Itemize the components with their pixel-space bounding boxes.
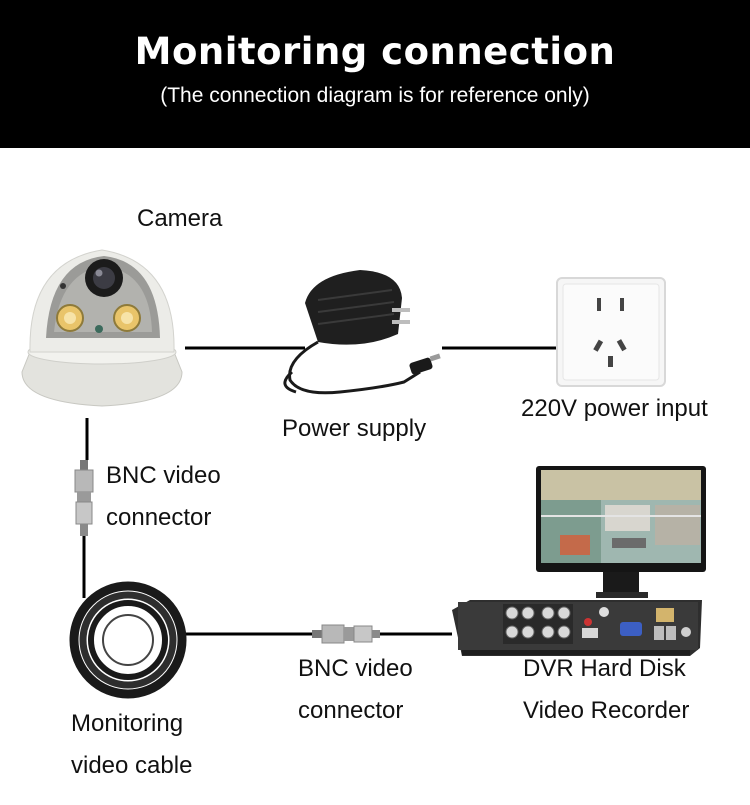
bnc-connector-horizontal-image — [312, 624, 380, 644]
dvr-recorder-image — [452, 600, 702, 656]
cable-label: Monitoring video cable — [71, 703, 192, 787]
power-input-label: 220V power input — [521, 395, 708, 422]
page-title: Monitoring connection — [134, 30, 616, 73]
cable-label-line2: video cable — [71, 752, 193, 779]
dvr-label-line1: DVR Hard Disk — [523, 655, 686, 682]
dome-camera-image — [21, 249, 183, 407]
power-supply-label: Power supply — [282, 415, 427, 442]
camera-label: Camera — [137, 205, 223, 232]
bnc-connector-label-2-line1: BNC video — [298, 655, 413, 682]
bnc-connector-label-2-line2: connector — [298, 697, 404, 724]
bnc-connector-label-1-line2: connector — [106, 504, 212, 531]
dvr-label: DVR Hard Disk Video Recorder — [523, 648, 689, 732]
connection-lines — [82, 346, 557, 636]
wall-outlet-image — [556, 277, 666, 387]
coiled-cable-image — [69, 581, 187, 699]
cable-label-line1: Monitoring — [71, 710, 184, 737]
power-adapter-image — [283, 270, 441, 395]
page-subtitle: (The connection diagram is for reference… — [160, 84, 590, 107]
header-banner: Monitoring connection (The connection di… — [0, 0, 750, 148]
bnc-connector-label-1-line1: BNC video — [106, 462, 221, 489]
monitor-image — [536, 466, 706, 598]
dvr-label-line2: Video Recorder — [523, 697, 690, 724]
bnc-connector-label-2: BNC video connector — [298, 648, 413, 732]
bnc-connector-label-1: BNC video connector — [106, 455, 221, 539]
bnc-connector-vertical-image — [74, 460, 94, 536]
